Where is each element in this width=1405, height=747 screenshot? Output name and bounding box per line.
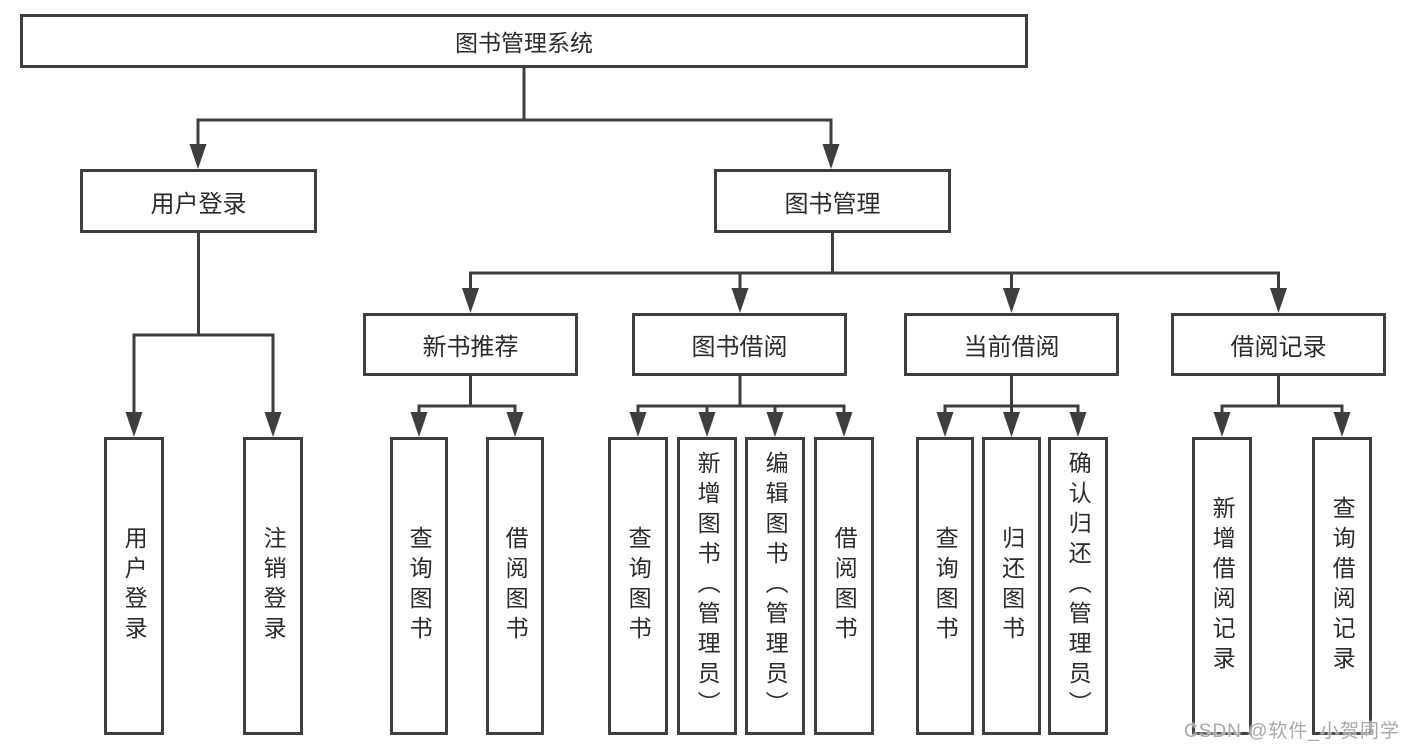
leaf-add-book-admin: 新增图书（管理员）	[677, 437, 737, 735]
node-label: 借阅图书	[502, 526, 529, 646]
node-label: 编辑图书（管理员）	[762, 451, 789, 721]
node-label: 图书管理系统	[455, 30, 593, 56]
leaf-query-books-current: 查询图书	[916, 437, 974, 735]
leaf-logout: 注销登录	[243, 437, 303, 735]
arrowhead-icon	[936, 412, 954, 437]
node-label: 新书推荐	[422, 334, 519, 361]
connectors-book-borrow	[629, 376, 853, 437]
arrowhead-icon	[698, 412, 716, 437]
node-label: 用户登录	[121, 526, 148, 646]
arrowhead-icon	[462, 288, 479, 313]
leaf-confirm-return-admin: 确认归还（管理员）	[1048, 437, 1108, 735]
node-label: 查询图书	[406, 526, 433, 646]
node-label: 注销登录	[260, 526, 287, 646]
leaf-add-borrow-record: 新增借阅记录	[1192, 437, 1252, 735]
arrowhead-icon	[731, 288, 749, 313]
node-label: 新增图书（管理员）	[694, 451, 721, 721]
arrowhead-icon	[766, 412, 784, 437]
node-label: 借阅记录	[1230, 334, 1327, 361]
arrowhead-icon	[506, 412, 524, 437]
arrowhead-icon	[835, 412, 853, 437]
connectors-new-book-recommend	[410, 376, 524, 437]
leaf-user-login: 用户登录	[104, 437, 164, 735]
leaf-query-books-recommend: 查询图书	[390, 437, 448, 735]
node-current-borrow: 当前借阅	[904, 313, 1119, 376]
leaf-edit-book-admin: 编辑图书（管理员）	[745, 437, 805, 735]
node-label: 归还图书	[998, 526, 1025, 646]
node-label: 图书管理	[784, 190, 881, 218]
csdn-watermark: CSDN @软件_小贺同学	[1184, 721, 1400, 742]
node-user-login: 用户登录	[80, 169, 317, 233]
arrowhead-icon	[1213, 412, 1231, 437]
node-label: 借阅图书	[831, 526, 858, 646]
node-label: 当前借阅	[963, 334, 1060, 361]
arrowhead-icon	[1003, 412, 1020, 437]
node-borrow-record: 借阅记录	[1171, 313, 1386, 376]
node-book-management: 图书管理	[714, 169, 951, 233]
arrowhead-icon	[189, 144, 207, 169]
arrowhead-icon	[1270, 288, 1287, 313]
node-label: 查询图书	[625, 526, 652, 646]
arrowhead-icon	[629, 412, 647, 437]
arrowhead-icon	[264, 412, 282, 437]
leaf-return-books: 归还图书	[982, 437, 1041, 735]
node-root-system: 图书管理系统	[20, 14, 1028, 68]
node-label: 确认归还（管理员）	[1065, 451, 1092, 721]
leaf-borrow-books: 借阅图书	[814, 437, 874, 735]
node-new-book-recommend: 新书推荐	[363, 313, 578, 376]
leaf-query-books-borrow: 查询图书	[608, 437, 668, 735]
arrowhead-icon	[1333, 412, 1351, 437]
leaf-borrow-books-recommend: 借阅图书	[486, 437, 544, 735]
connectors-borrow-record	[1213, 376, 1351, 437]
connectors-book-management	[462, 233, 1287, 313]
node-label: 查询借阅记录	[1329, 496, 1356, 676]
node-label: 图书借阅	[691, 334, 788, 361]
arrowhead-icon	[410, 412, 428, 437]
leaf-query-borrow-record: 查询借阅记录	[1312, 437, 1372, 735]
connectors-current-borrow	[936, 376, 1087, 437]
node-label: 查询图书	[932, 526, 959, 646]
node-label: 新增借阅记录	[1209, 496, 1236, 676]
node-label: 用户登录	[150, 190, 247, 218]
arrowhead-icon	[822, 144, 840, 169]
arrowhead-icon	[1069, 412, 1087, 437]
arrowhead-icon	[125, 412, 143, 437]
arrowhead-icon	[1003, 288, 1020, 313]
node-book-borrow: 图书借阅	[632, 313, 847, 376]
connectors-root	[189, 68, 840, 169]
connectors-user-login	[125, 233, 282, 437]
